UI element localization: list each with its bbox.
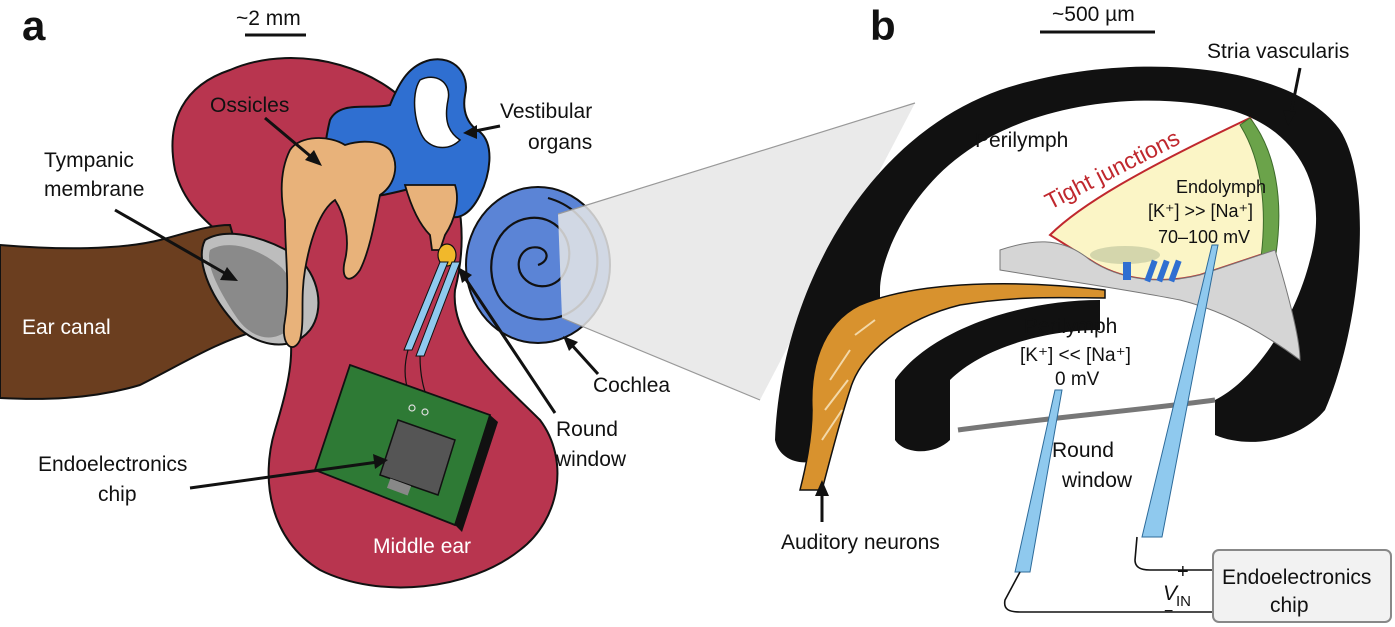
label-chip-b-2: chip	[1270, 594, 1309, 617]
neuron-cells	[821, 319, 876, 441]
chip-component	[386, 478, 412, 496]
arrow-chip-a	[189, 460, 379, 490]
electrode-a-1	[403, 261, 449, 351]
label-vin: V	[1163, 582, 1179, 605]
cochlear-duct-bone	[775, 66, 1360, 463]
panel-a-scale-label: ~2 mm	[236, 7, 301, 30]
label-perilymph-mid: Perilymph	[1024, 315, 1117, 338]
chip-pad-1	[408, 404, 416, 412]
label-round-window-a-2: window	[555, 448, 627, 471]
organ-of-corti-tissue	[999, 241, 1301, 362]
auditory-neurons-shape	[799, 283, 1106, 491]
label-middle-ear: Middle ear	[373, 535, 471, 558]
electrode-b-perilymph	[1014, 389, 1063, 573]
wire-plus	[1134, 536, 1213, 571]
label-cochlea: Cochlea	[593, 374, 670, 397]
label-stria: Stria vascularis	[1207, 40, 1349, 63]
hair-cell-3	[1156, 259, 1170, 283]
label-round-window-a-1: Round	[556, 418, 618, 441]
label-ear-canal: Ear canal	[22, 316, 111, 339]
cochlear-duct-lower-bone	[895, 300, 1100, 452]
arrow-round-window-a	[461, 274, 557, 414]
round-window-dot	[437, 243, 457, 267]
label-tympanic-2: membrane	[44, 178, 144, 201]
label-chip-a-2: chip	[98, 483, 137, 506]
label-vin-sub: IN	[1176, 593, 1191, 610]
panel-a-letter: a	[22, 2, 46, 49]
label-perilymph-mv: 0 mV	[1055, 369, 1100, 390]
chip-pad-2	[421, 408, 429, 416]
label-chip-a-1: Endoelectronics	[38, 453, 187, 476]
label-endolymph: Endolymph	[1176, 177, 1266, 197]
panel-b-letter: b	[870, 2, 896, 49]
arrow-ossicles	[264, 116, 316, 162]
wire-minus	[1003, 571, 1213, 613]
label-endolymph-mv: 70–100 mV	[1158, 227, 1250, 247]
electrode-a-2	[415, 261, 461, 357]
chip-board-edge	[455, 415, 498, 532]
hair-cell-1	[1123, 262, 1131, 280]
label-round-window-b-2: window	[1061, 469, 1133, 492]
tectorial-membrane	[1090, 246, 1160, 264]
label-vestibular-2: organs	[528, 131, 592, 154]
hair-cell-2	[1144, 259, 1158, 283]
chip-box-b	[1212, 549, 1392, 623]
label-ossicles: Ossicles	[210, 94, 289, 117]
arrow-stria	[1288, 67, 1302, 119]
label-plus: +	[1177, 561, 1189, 583]
label-perilymph-top: Perilymph	[975, 129, 1068, 152]
label-auditory-neurons: Auditory neurons	[781, 531, 940, 554]
vestibular-loop-hole	[413, 76, 462, 149]
arrow-tympanic	[114, 208, 229, 277]
chip-die	[379, 419, 456, 496]
label-vestibular-1: Vestibular	[500, 100, 592, 123]
label-minus: −	[1164, 603, 1173, 620]
panel-b-scale-label: ~500 µm	[1052, 3, 1135, 26]
label-chip-b-1: Endoelectronics	[1222, 566, 1371, 589]
zoom-projection	[558, 103, 915, 400]
panel-a: a ~2 mm Ossicles	[0, 2, 670, 589]
tympanic-membrane-inner	[209, 245, 297, 338]
label-round-window-b-1: Round	[1052, 439, 1114, 462]
hair-cell-4	[1168, 259, 1182, 283]
electrode-b-endolymph	[1141, 244, 1219, 538]
ossicles-shape	[280, 137, 397, 348]
label-tympanic-1: Tympanic	[44, 149, 134, 172]
label-endolymph-ion: [K⁺] >> [Na⁺]	[1148, 201, 1253, 221]
arrow-cochlea	[568, 341, 600, 376]
panel-b: b ~500 µm Endoelectronics chip +	[775, 2, 1392, 623]
label-perilymph-ion: [K⁺] << [Na⁺]	[1020, 345, 1131, 366]
